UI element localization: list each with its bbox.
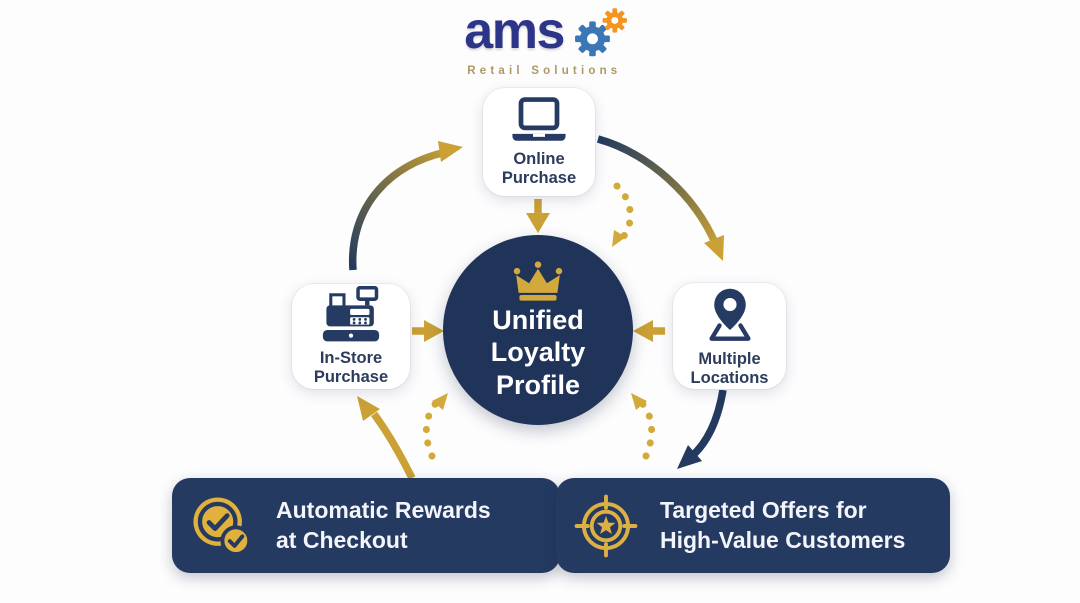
crown-icon xyxy=(513,261,563,301)
dotted-arrow-bottomleft xyxy=(422,393,448,460)
arrow-online-to-center xyxy=(526,199,550,233)
rewards-check-icon xyxy=(193,496,252,556)
logo-tagline: Retail Solutions xyxy=(467,65,622,77)
arrow-rewards-to-instore xyxy=(357,396,416,480)
benefit-automatic-rewards: Automatic Rewards at Checkout xyxy=(172,478,560,573)
node-online-purchase: Online Purchase xyxy=(483,88,595,196)
arrow-locations-to-center xyxy=(633,320,665,342)
map-pin-icon xyxy=(708,288,751,341)
node-in-store-purchase: In-Store Purchase xyxy=(292,284,410,389)
arrow-instore-to-center xyxy=(412,320,444,342)
target-star-icon xyxy=(574,494,638,557)
logo-wordmark: ams xyxy=(464,2,565,60)
hub-title: Unified Loyalty Profile xyxy=(490,304,586,400)
arrow-locations-to-offers xyxy=(677,389,727,469)
benefit-targeted-offers: Targeted Offers for High-Value Customers xyxy=(556,478,950,573)
dotted-arrow-bottomright xyxy=(631,393,656,460)
arrow-instore-to-online xyxy=(348,141,463,271)
benefit-label: Targeted Offers for High-Value Customers xyxy=(660,497,906,553)
arrow-online-to-locations xyxy=(596,135,724,261)
benefit-label: Automatic Rewards at Checkout xyxy=(276,497,491,553)
cash-register-icon xyxy=(322,286,380,342)
gears-icon xyxy=(574,8,627,57)
dotted-arrow-topright xyxy=(612,182,634,247)
laptop-icon xyxy=(512,96,566,141)
node-multiple-locations: Multiple Locations xyxy=(673,283,786,389)
unified-loyalty-profile-hub: Unified Loyalty Profile xyxy=(443,235,633,425)
node-label: Multiple Locations xyxy=(690,349,769,387)
node-label: In-Store Purchase xyxy=(313,349,389,386)
logo-row: ams xyxy=(464,2,629,60)
node-label: Online Purchase xyxy=(501,149,577,187)
brand-logo: ams xyxy=(464,2,629,77)
